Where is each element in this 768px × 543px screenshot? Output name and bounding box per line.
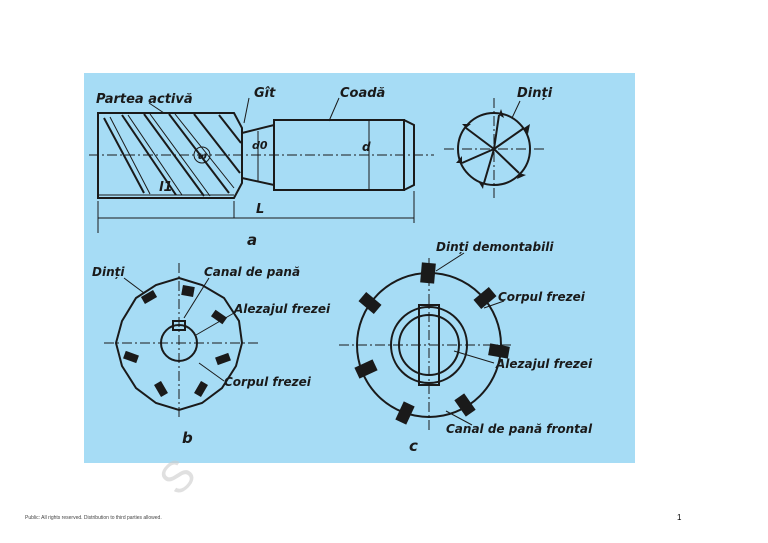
label-d: d — [362, 140, 371, 154]
page-number: 1 — [677, 513, 682, 522]
label-l: L — [256, 202, 264, 217]
label-keyway-b: Canal de pană — [204, 265, 300, 279]
label-removable-teeth-c: Dinți demontabili — [436, 240, 554, 254]
label-omega: ω — [198, 151, 207, 162]
milling-cutter-drawing: Partea activă Gît Coadă d0 d ω l1 L a Di… — [89, 86, 593, 455]
label-neck: Gît — [254, 86, 276, 101]
caption-a: a — [247, 231, 257, 249]
label-active-part: Partea activă — [96, 92, 193, 107]
label-shank: Coadă — [340, 86, 385, 101]
caption-c: c — [409, 437, 418, 455]
disc-cutter-b: Dinți Canal de pană Alezajul frezei Corp… — [92, 263, 331, 447]
label-d0: d0 — [252, 139, 268, 152]
end-mill-end-view: Dinți — [444, 86, 553, 198]
label-bore-b: Alezajul frezei — [233, 302, 331, 316]
milling-cutter-figure: Partea activă Gît Coadă d0 d ω l1 L a Di… — [84, 73, 635, 463]
disc-cutter-c: Dinți demontabili Corpul frezei Alezajul… — [339, 240, 593, 455]
label-bore-c: Alezajul frezei — [495, 357, 593, 371]
label-body-b: Corpul frezei — [224, 375, 312, 389]
label-body-c: Corpul frezei — [498, 290, 586, 304]
label-teeth-b: Dinți — [92, 265, 125, 279]
label-teeth-end-view: Dinți — [517, 86, 553, 101]
caption-b: b — [182, 429, 193, 447]
label-l1: l1 — [159, 180, 173, 195]
label-front-keyway-c: Canal de pană frontal — [446, 422, 593, 436]
footer-note: Public: All rights reserved. Distributio… — [25, 515, 162, 521]
end-mill-side-view: Partea activă Gît Coadă d0 d ω l1 L a — [89, 86, 434, 249]
